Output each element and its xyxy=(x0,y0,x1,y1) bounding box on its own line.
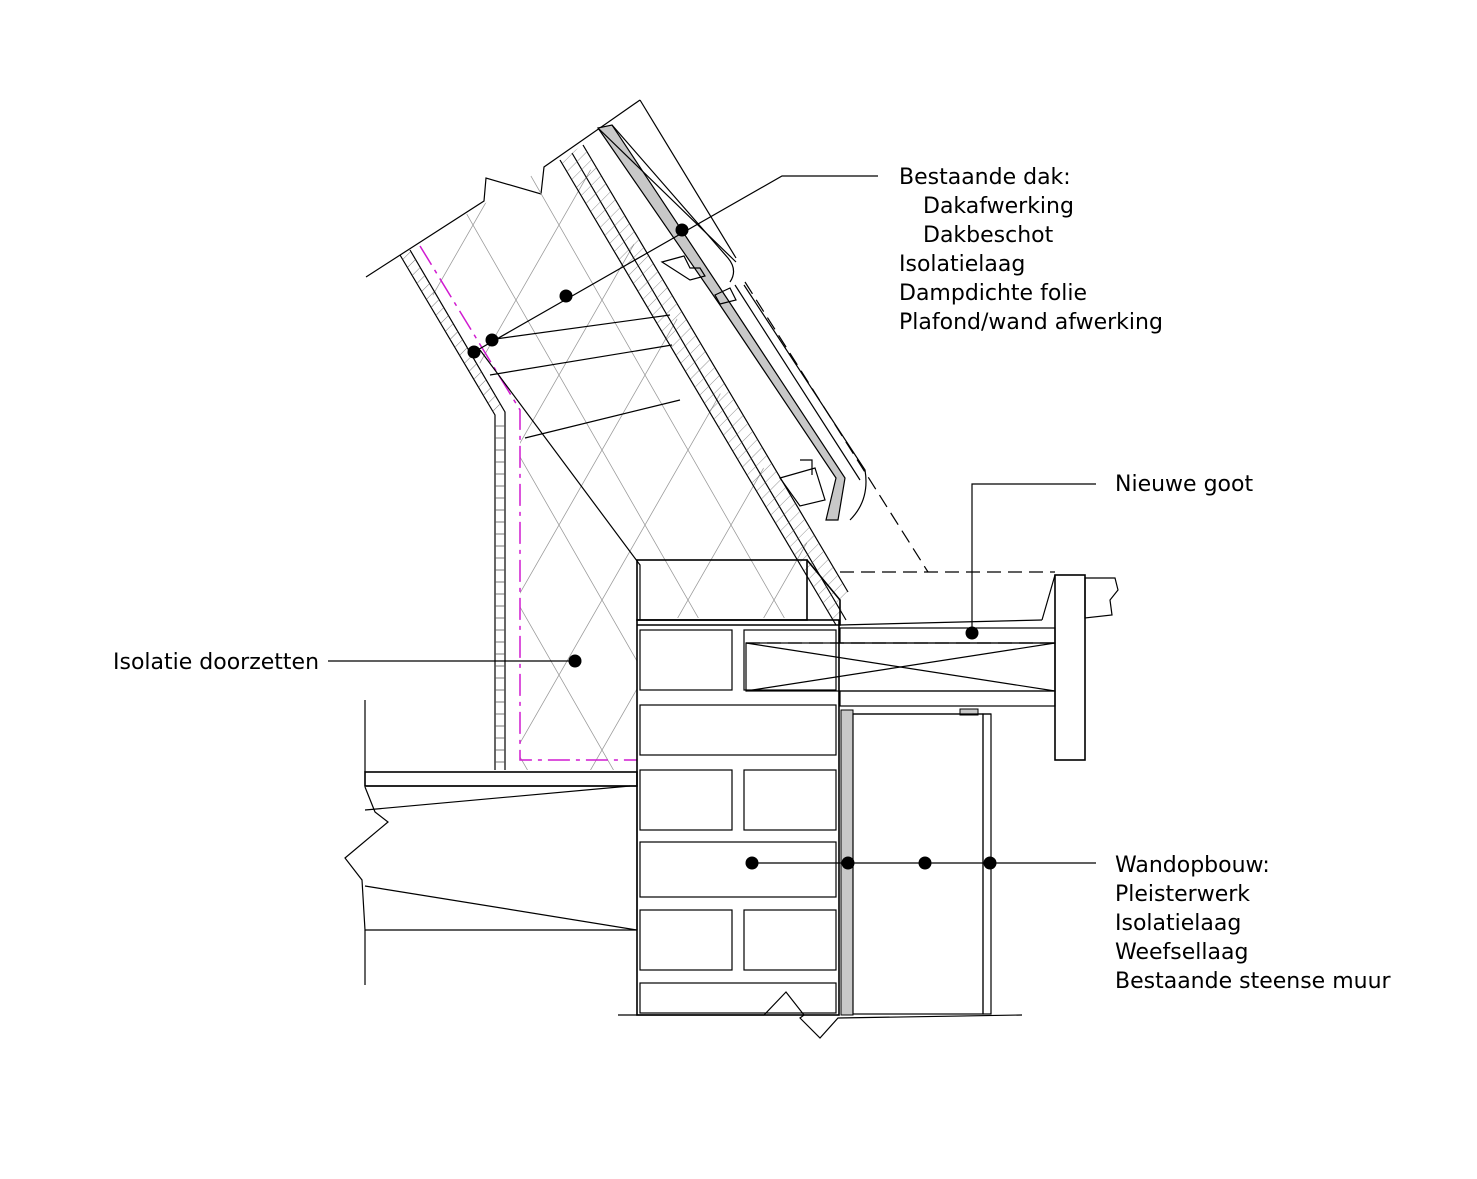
roof-heading: Bestaande dak: xyxy=(899,165,1071,190)
projection-dashed-line xyxy=(744,281,929,573)
insulation-label: Isolatie doorzetten xyxy=(113,650,319,675)
roof-label-group: Bestaande dak: Dakafwerking Dakbeschot I… xyxy=(899,165,1163,335)
roof-item-dampdichte-folie: Dampdichte folie xyxy=(899,281,1087,306)
leaders xyxy=(328,175,1096,870)
brick-wall xyxy=(636,619,840,1016)
leader-dot xyxy=(745,856,759,870)
roof-item-isolatielaag: Isolatielaag xyxy=(899,252,1025,277)
leader-dot xyxy=(918,856,932,870)
gutter-leader-line xyxy=(971,483,1096,633)
roof-section xyxy=(365,99,1055,770)
wall-item-isolatielaag: Isolatielaag xyxy=(1115,911,1241,936)
leader-dot xyxy=(467,345,481,359)
wall-item-steense-muur: Bestaande steense muur xyxy=(1115,969,1392,994)
roof-leader-line xyxy=(473,175,878,353)
eaves-section xyxy=(344,559,1119,1039)
leader-dot xyxy=(568,654,582,668)
roof-finish-layer xyxy=(596,124,846,521)
roof-insulation xyxy=(403,148,840,770)
gutter-label: Nieuwe goot xyxy=(1115,472,1253,497)
vapour-barrier-line xyxy=(419,245,637,761)
wall-item-weefsellaag: Weefsellaag xyxy=(1115,940,1248,965)
roof-item-dakbeschot: Dakbeschot xyxy=(923,223,1054,248)
leader-dot xyxy=(965,626,979,640)
roof-break-line xyxy=(365,99,641,278)
roof-item-plafond-wand: Plafond/wand afwerking xyxy=(899,310,1163,335)
leader-dot xyxy=(559,289,573,303)
leader-dot xyxy=(841,856,855,870)
leader-dot xyxy=(675,223,689,237)
wall-label-group: Wandopbouw: Pleisterwerk Isolatielaag We… xyxy=(1115,853,1392,994)
roof-item-dakafwerking: Dakafwerking xyxy=(923,194,1074,219)
wall-heading: Wandopbouw: xyxy=(1115,853,1270,878)
leader-dot xyxy=(485,333,499,347)
leader-dot xyxy=(983,856,997,870)
wall-item-pleisterwerk: Pleisterwerk xyxy=(1115,882,1250,907)
floor-slab xyxy=(364,771,638,787)
